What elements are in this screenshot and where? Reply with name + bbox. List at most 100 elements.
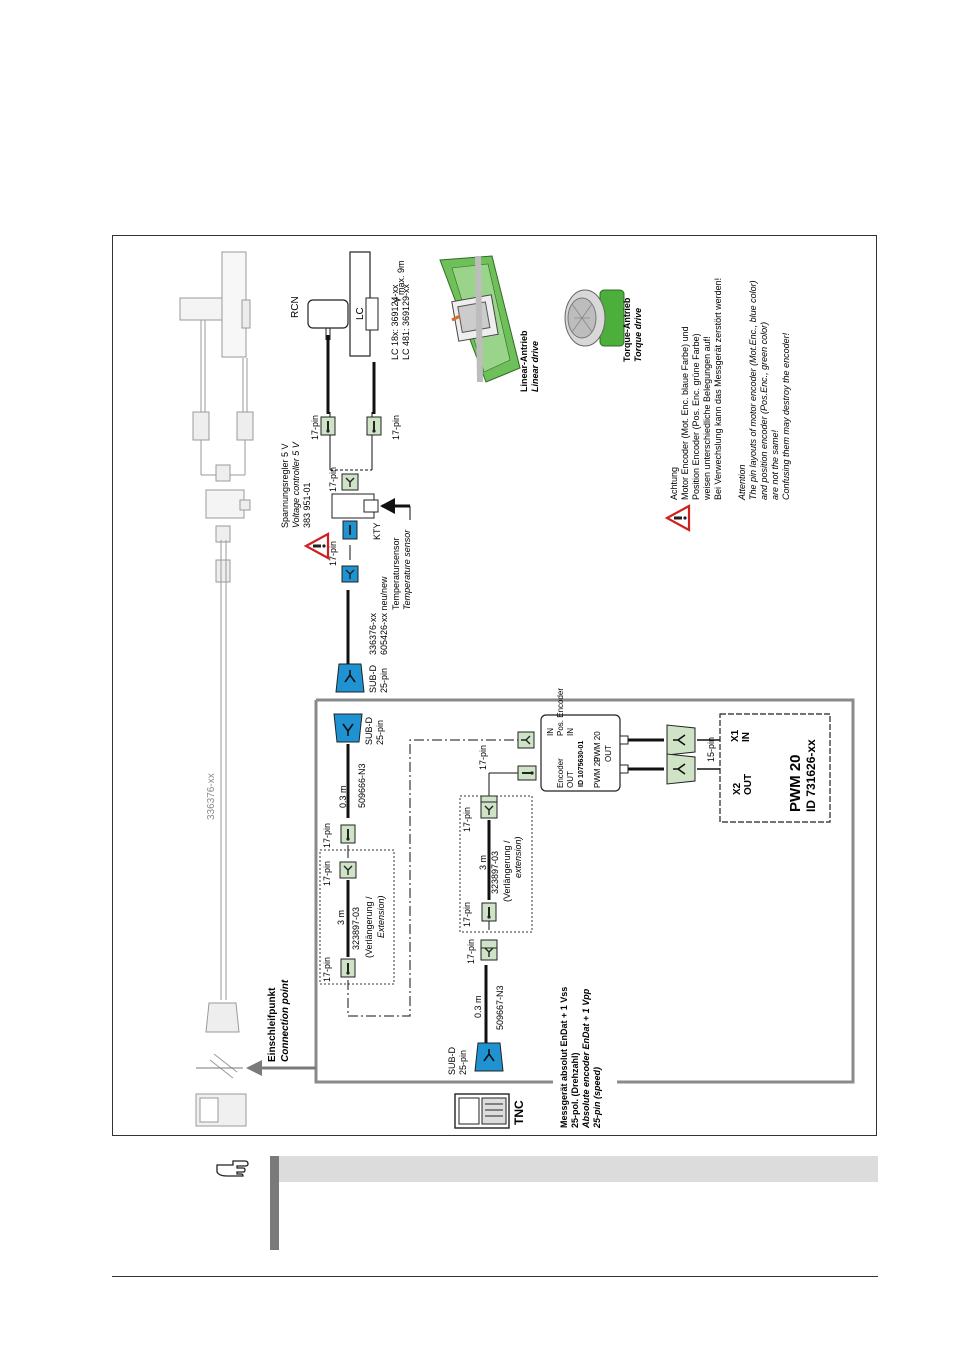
enc-cable-new: 605426-xx neu/new: [379, 576, 389, 655]
lc-max: max. 9m: [396, 260, 406, 295]
kty-label: KTY: [372, 522, 382, 540]
upper-25pin: 25-pin: [375, 720, 385, 745]
enc-17pin-b: 17-pin: [328, 467, 338, 492]
adapter-box: [517, 714, 664, 792]
connection-point-de: Einschleifpunkt: [267, 987, 278, 1062]
upper-ext-de: (Verlängerung /: [364, 896, 374, 958]
adapter-pos-enc: Pos. Encoder: [556, 688, 565, 736]
pointing-hand-icon: [216, 1160, 249, 1177]
adapter-out2: OUT: [566, 771, 575, 788]
upper-17pin-c: 17-pin: [322, 957, 332, 982]
pwm20-x2-out: OUT: [743, 774, 754, 795]
enc-17pin-lc: 17-pin: [391, 415, 401, 440]
enc-25pin: 25-pin: [379, 668, 389, 693]
adapter-id: ID 1075630-01: [578, 741, 585, 787]
achtung-3: weisen unterschiedliche Belegungen auf!: [702, 336, 712, 501]
attention-4: Confusing them may destroy the encoder!: [781, 332, 791, 500]
warning-icon-ktY: [304, 532, 330, 560]
adapter-pwm2: PWM 20: [593, 757, 602, 788]
note-block: [270, 1156, 878, 1250]
lower-ext-en: extension): [513, 836, 523, 878]
upper-17pin-b: 17-pin: [322, 861, 332, 886]
lower-17pin-b: 17-pin: [462, 902, 472, 927]
upper-len: 0.3 m: [338, 785, 348, 808]
tnc-label: TNC: [512, 1100, 526, 1125]
adapter-in2: IN: [566, 728, 575, 736]
warning-icon-note: [665, 504, 691, 532]
vc-id: 383 951-01: [302, 482, 312, 528]
upper-cable-id: 509666-N3: [357, 763, 367, 808]
upper-subd: SUB-D: [364, 716, 374, 745]
tnc-control: [454, 1093, 510, 1129]
pwm20-unit: [666, 713, 831, 823]
lower-17pin-c: 17-pin: [462, 807, 472, 832]
torque-de: Torque-Antrieb: [622, 297, 632, 362]
torque-en: Torque drive: [633, 308, 643, 362]
lc-label: LC: [355, 307, 366, 320]
lower-17pin-a: 17-pin: [466, 939, 476, 964]
lower-len: 0.3 m: [473, 995, 483, 1018]
upper-17pin-a: 17-pin: [322, 823, 332, 848]
achtung-title: Achtung: [669, 467, 679, 500]
achtung-1: Motor Encoder (Mot. Enc. blaue Farbe) un…: [680, 326, 690, 500]
upper-ext-len: 3 m: [336, 910, 346, 925]
connection-point-arrow: [196, 1060, 316, 1076]
pwm20-title: PWM 20: [787, 754, 804, 812]
note-header-bar: [279, 1156, 878, 1182]
attention-3: are not the same!: [770, 429, 780, 500]
upper-cable-chain: [319, 713, 520, 1017]
achtung-4: Bei Verwechslung kann das Messgerät zers…: [713, 278, 723, 500]
footer-rule: [112, 1276, 878, 1277]
vc-en: Voltage controller 5 V: [291, 441, 301, 528]
lc-encoder: [349, 251, 379, 357]
adapter-encoder: Encoder: [556, 758, 565, 788]
attention-title: Attention: [737, 464, 747, 501]
temp-en: Temperature sensor: [402, 529, 412, 610]
upper-ext-en: Extension): [376, 895, 386, 938]
pwm20-x1: X1: [730, 729, 741, 742]
pwm20-x1-in: IN: [741, 732, 752, 742]
connection-point-en: Connection point: [280, 979, 291, 1062]
lower-ext-de: (Verlängerung /: [502, 840, 512, 902]
linear-de: Linear-Antrieb: [519, 330, 529, 392]
rcn-encoder: [307, 299, 349, 340]
enclosure-border: [314, 698, 855, 1084]
lower-25pin: 25-pin: [458, 1050, 468, 1075]
lc481: LC 481: 369129-xx: [401, 283, 411, 360]
temp-de: Temperatursensor: [391, 537, 401, 610]
pwm20-id: ID 731626-xx: [804, 739, 818, 812]
attention-1: The pin layouts of motor encoder (Mot.En…: [748, 280, 758, 500]
lower-subd: SUB-D: [447, 1046, 457, 1075]
pwm20-15pin: 15-pin: [706, 737, 716, 762]
enc-17pin-a: 17-pin: [328, 541, 338, 566]
mess-line-4: 25-pin (speed): [592, 1067, 602, 1129]
adapter-out: OUT: [604, 745, 613, 762]
enc-subd: SUB-D: [368, 664, 378, 693]
ghost-equipment: [179, 251, 254, 1127]
encoder-chain: [320, 335, 411, 693]
pwm20-x2: X2: [732, 782, 743, 795]
lower-cable-id: 509667-N3: [495, 985, 505, 1030]
linear-en: Linear drive: [530, 341, 540, 392]
achtung-2: Position Encoder (Pos. Enc. grüne Farbe): [691, 333, 701, 500]
grey-cable-label: 336376-xx: [206, 773, 217, 820]
diagram-frame: [112, 235, 877, 1136]
rcn-label: RCN: [290, 296, 301, 318]
vc-de: Spannungsregler 5 V: [280, 443, 290, 528]
lower-ext-len: 3 m: [478, 855, 488, 870]
lower-17pin-d: 17-pin: [478, 745, 488, 770]
enc-17pin-rcn: 17-pin: [310, 415, 320, 440]
linear-drive-image: [439, 255, 521, 383]
mess-line-1: Messgerät absolut EnDat + 1 Vss: [559, 987, 569, 1128]
adapter-in: IN: [546, 728, 555, 736]
lower-ext-id: 323897-03: [490, 851, 500, 894]
upper-ext-id: 323897-03: [351, 907, 361, 950]
lc-brace: [393, 297, 402, 303]
adapter-pwm: PWM 20: [593, 731, 602, 762]
mess-line-2: 25-pol. (Drehzahl): [570, 1052, 580, 1128]
attention-2: and position encoder (Pos.Enc., green co…: [759, 322, 769, 500]
mess-line-3: Absolute encoder EnDat + 1 Vpp: [581, 988, 591, 1129]
enc-cable-id: 336376-xx: [368, 612, 378, 655]
lower-cable-chain: [459, 765, 537, 1072]
